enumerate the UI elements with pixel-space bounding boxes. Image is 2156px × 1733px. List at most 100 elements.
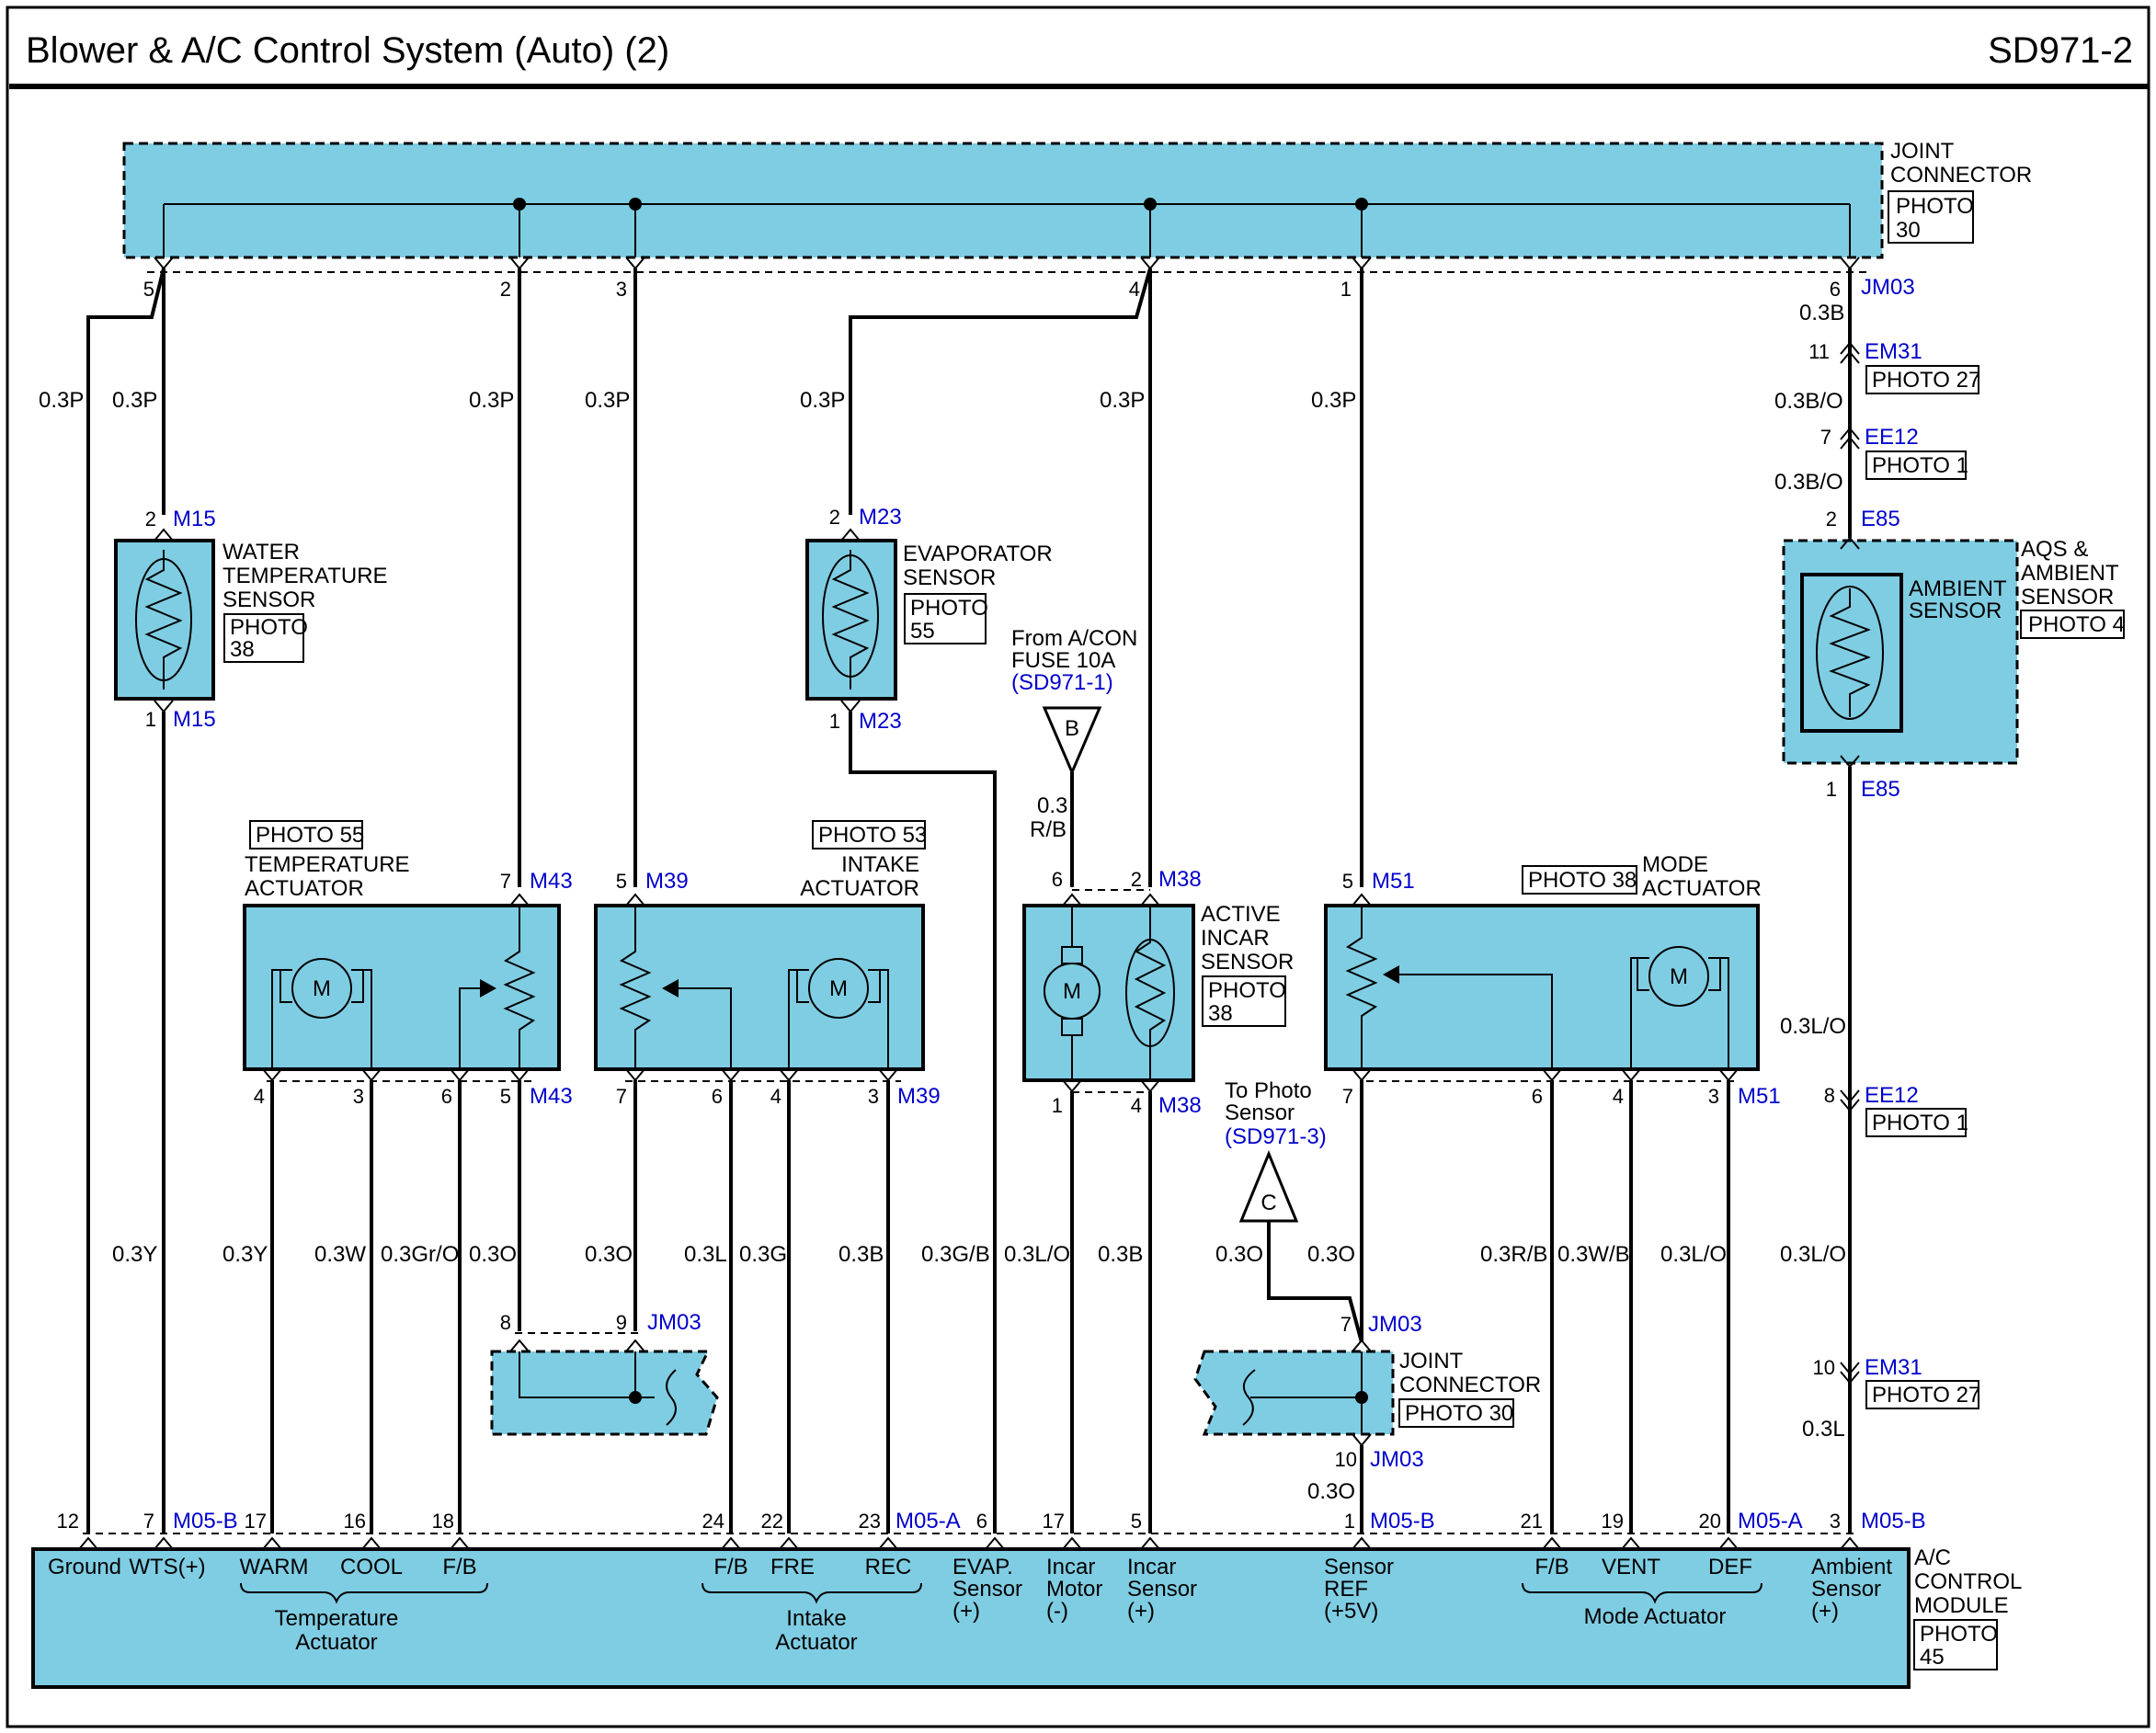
- svg-text:6: 6: [976, 1510, 987, 1533]
- joint-connector-top: JOINT CONNECTOR PHOTO 30: [122, 139, 2032, 273]
- svg-text:0.3W/B: 0.3W/B: [1557, 1242, 1630, 1267]
- svg-text:2: 2: [829, 506, 840, 529]
- svg-text:M51: M51: [1738, 1084, 1781, 1109]
- svg-text:45: 45: [1920, 1645, 1945, 1670]
- svg-text:EE12: EE12: [1865, 425, 1919, 450]
- svg-text:0.3B/O: 0.3B/O: [1774, 470, 1843, 495]
- svg-text:B: B: [1065, 716, 1079, 741]
- svg-text:TEMPERATURE: TEMPERATURE: [245, 852, 410, 877]
- svg-text:4: 4: [254, 1085, 265, 1108]
- svg-text:AQS &: AQS &: [2021, 537, 2088, 562]
- svg-text:JM03: JM03: [1368, 1312, 1422, 1337]
- svg-text:0.3B/O: 0.3B/O: [1774, 389, 1843, 414]
- svg-text:CONTROL: CONTROL: [1914, 1569, 2022, 1594]
- svg-text:COOL: COOL: [340, 1555, 403, 1579]
- svg-text:WATER: WATER: [222, 540, 300, 564]
- svg-text:EM31: EM31: [1865, 1355, 1922, 1380]
- svg-text:0.3L/O: 0.3L/O: [1004, 1242, 1070, 1267]
- svg-text:0.3Y: 0.3Y: [112, 1242, 157, 1267]
- svg-text:Sensor: Sensor: [1225, 1100, 1295, 1125]
- temp-actuator-wires: [270, 1080, 521, 1533]
- svg-text:0.3P: 0.3P: [39, 388, 84, 413]
- svg-text:0.3B: 0.3B: [1799, 301, 1844, 325]
- svg-text:PHOTO 55: PHOTO 55: [256, 823, 364, 848]
- svg-text:5: 5: [1342, 870, 1353, 893]
- svg-text:0.3Gr/O: 0.3Gr/O: [381, 1242, 459, 1267]
- svg-text:1: 1: [1826, 778, 1837, 801]
- svg-text:0.3L: 0.3L: [684, 1242, 727, 1267]
- svg-text:EVAP.: EVAP.: [953, 1555, 1013, 1579]
- svg-text:Incar: Incar: [1127, 1555, 1176, 1579]
- top-wires: [86, 268, 1852, 1533]
- svg-text:(+): (+): [953, 1599, 980, 1624]
- intake-actuator-wires: [633, 1080, 890, 1533]
- svg-text:(+): (+): [1811, 1599, 1839, 1624]
- svg-text:M38: M38: [1158, 1093, 1202, 1118]
- svg-text:7: 7: [143, 1510, 154, 1533]
- svg-text:CONNECTOR: CONNECTOR: [1890, 163, 2032, 188]
- svg-text:WARM: WARM: [239, 1555, 308, 1579]
- temperature-actuator: PHOTO 55 TEMPERATURE ACTUATOR M: [243, 820, 561, 1071]
- svg-text:Actuator: Actuator: [295, 1630, 377, 1655]
- svg-text:2: 2: [1826, 507, 1837, 530]
- svg-text:M05-B: M05-B: [173, 1509, 238, 1533]
- svg-text:M39: M39: [645, 869, 689, 894]
- svg-text:0.3L/O: 0.3L/O: [1660, 1242, 1727, 1267]
- module-pin-chevrons: [78, 1536, 1860, 1550]
- page-frame: [6, 6, 2150, 1728]
- svg-text:6: 6: [1052, 868, 1063, 891]
- svg-text:PHOTO: PHOTO: [1920, 1622, 1998, 1647]
- svg-text:0.3: 0.3: [1037, 793, 1067, 818]
- ee12-lower-chevrons: [1840, 1089, 1860, 1385]
- svg-text:PHOTO 27: PHOTO 27: [1872, 1383, 1980, 1408]
- ac-control-module: A/C CONTROL MODULE PHOTO 45: [31, 1533, 2022, 1689]
- svg-text:SENSOR: SENSOR: [1909, 599, 2002, 623]
- svg-text:REF: REF: [1324, 1577, 1368, 1602]
- svg-text:4: 4: [1129, 278, 1140, 301]
- svg-text:0.3O: 0.3O: [1215, 1242, 1263, 1267]
- svg-text:0.3W: 0.3W: [314, 1242, 366, 1267]
- svg-text:Mode Actuator: Mode Actuator: [1584, 1604, 1727, 1629]
- svg-text:2: 2: [1131, 868, 1142, 891]
- svg-text:4: 4: [770, 1085, 781, 1108]
- svg-text:7: 7: [500, 870, 511, 893]
- svg-text:4: 4: [1131, 1094, 1142, 1117]
- svg-text:M05-A: M05-A: [895, 1509, 961, 1533]
- svg-text:Sensor: Sensor: [1127, 1577, 1197, 1602]
- svg-text:Ground: Ground: [48, 1555, 121, 1579]
- top-pin-chevrons: [154, 257, 1860, 270]
- svg-text:9: 9: [616, 1311, 627, 1334]
- svg-text:M15: M15: [173, 507, 216, 531]
- svg-text:EE12: EE12: [1865, 1083, 1919, 1108]
- aqs-ambient-sensor: AMBIENT SENSOR AQS & AMBIENT SENSOR PHOT…: [1782, 537, 2125, 765]
- svg-text:M: M: [1670, 964, 1688, 989]
- svg-text:CONNECTOR: CONNECTOR: [1399, 1373, 1541, 1397]
- svg-text:17: 17: [1043, 1510, 1065, 1533]
- svg-text:0.3P: 0.3P: [585, 388, 630, 413]
- svg-text:5: 5: [1131, 1510, 1142, 1533]
- svg-text:Incar: Incar: [1046, 1555, 1095, 1579]
- mode-actuator: PHOTO 38 MODE ACTUATOR M: [1324, 852, 1762, 1071]
- svg-text:0.3G: 0.3G: [739, 1242, 787, 1267]
- svg-text:1: 1: [1340, 278, 1352, 301]
- svg-text:30: 30: [1896, 218, 1921, 243]
- svg-text:PHOTO: PHOTO: [1208, 978, 1286, 1003]
- svg-text:1: 1: [829, 710, 840, 733]
- svg-text:M23: M23: [859, 709, 902, 734]
- svg-text:3: 3: [1830, 1510, 1841, 1533]
- svg-text:3: 3: [353, 1085, 364, 1108]
- svg-text:0.3P: 0.3P: [469, 388, 514, 413]
- svg-text:1: 1: [145, 708, 156, 731]
- svg-text:23: 23: [859, 1510, 881, 1533]
- svg-text:10: 10: [1335, 1448, 1357, 1471]
- svg-text:M15: M15: [173, 707, 216, 732]
- svg-text:DEF: DEF: [1708, 1555, 1752, 1579]
- svg-text:TEMPERATURE: TEMPERATURE: [222, 564, 388, 588]
- svg-text:REC: REC: [865, 1555, 912, 1579]
- svg-text:20: 20: [1699, 1510, 1721, 1533]
- svg-text:MODE: MODE: [1642, 852, 1708, 877]
- svg-text:0.3O: 0.3O: [1307, 1479, 1355, 1504]
- svg-text:19: 19: [1602, 1510, 1624, 1533]
- svg-text:38: 38: [1208, 1001, 1233, 1026]
- joint-connector-right: JOINT CONNECTOR PHOTO 30: [1193, 1349, 1541, 1436]
